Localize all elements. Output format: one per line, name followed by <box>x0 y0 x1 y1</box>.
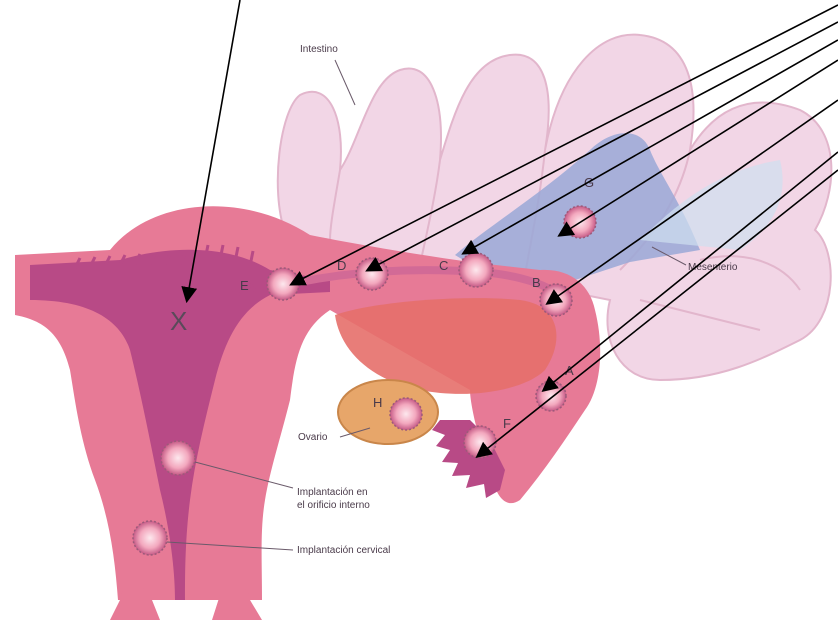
ovary-label: Ovario <box>298 432 328 443</box>
site-internal-os <box>161 441 195 475</box>
internal-os-label-line1: Implantación en <box>297 487 368 498</box>
site-letter-b: B <box>532 275 541 290</box>
intestine-label: Intestino <box>300 44 338 55</box>
site-letter-e: E <box>240 278 249 293</box>
site-e <box>267 268 299 300</box>
ovary <box>338 380 438 444</box>
site-letter-a: A <box>565 363 574 378</box>
site-h <box>390 398 422 430</box>
site-cervical <box>133 521 167 555</box>
site-letter-x: X <box>170 306 187 336</box>
site-letter-h: H <box>373 395 382 410</box>
site-f <box>464 426 496 458</box>
site-letter-c: C <box>439 258 448 273</box>
cervical-label: Implantación cervical <box>297 545 390 556</box>
site-letter-f: F <box>503 416 511 431</box>
site-c <box>459 253 493 287</box>
internal-os-label-line2: el orificio interno <box>297 500 370 511</box>
uterus <box>15 206 600 620</box>
